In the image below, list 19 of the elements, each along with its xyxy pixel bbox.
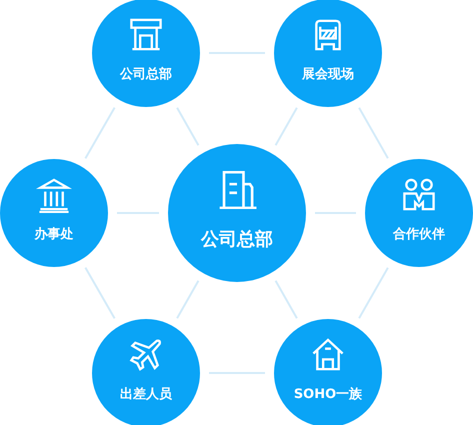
- connector-line: [358, 267, 389, 319]
- node-label: SOHO一族: [292, 386, 364, 403]
- connector-line: [209, 52, 265, 54]
- connector-line: [84, 107, 116, 159]
- node-label: 展会现场: [301, 66, 355, 83]
- connector-line: [274, 107, 298, 146]
- connector-line: [358, 107, 389, 159]
- node-label: 办事处: [33, 226, 74, 243]
- node-label: 公司总部: [200, 228, 274, 251]
- connector-line: [117, 212, 159, 214]
- connector-line: [176, 280, 200, 319]
- connector-line: [315, 212, 356, 214]
- connector-line: [176, 107, 200, 146]
- connector-line: [274, 280, 298, 319]
- node-label: 出差人员: [119, 386, 173, 403]
- connector-line: [84, 267, 116, 319]
- node-label: 公司总部: [118, 66, 173, 83]
- node-label: 合作伙伴: [392, 226, 446, 243]
- connector-line: [209, 372, 265, 374]
